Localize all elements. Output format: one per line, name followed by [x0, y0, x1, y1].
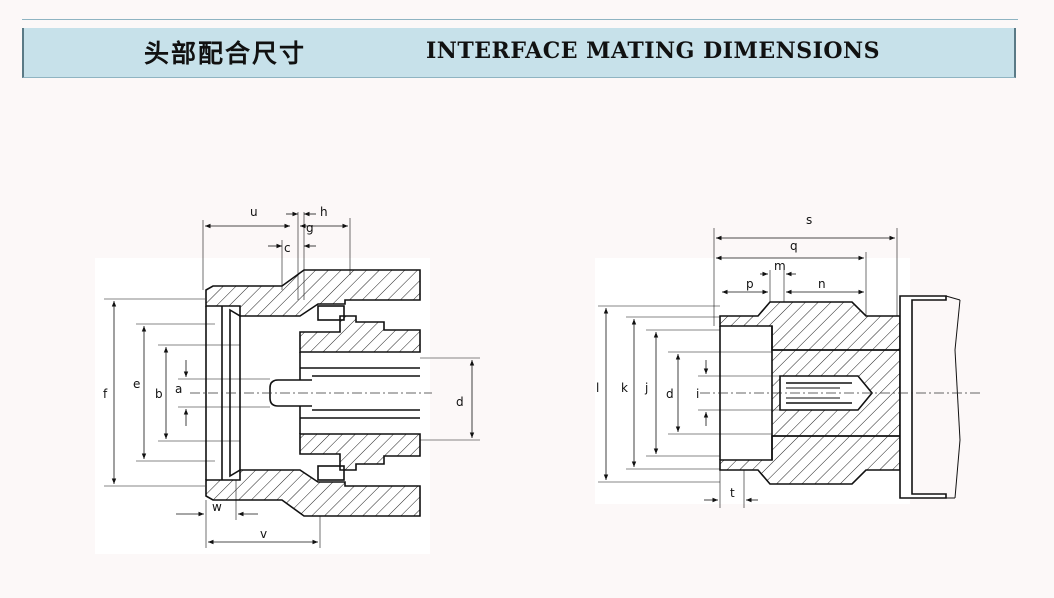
dim-label-u: u	[250, 205, 258, 219]
dim-label-t: t	[730, 486, 735, 500]
dim-label-l: l	[596, 381, 599, 395]
left-shell-bottom	[205, 469, 421, 517]
dim-label-g: g	[306, 221, 314, 235]
left-insulator-top	[299, 315, 421, 353]
section-header: 头部配合尺寸 INTERFACE MATING DIMENSIONS	[22, 28, 1016, 78]
dim-label-w: w	[212, 500, 222, 514]
left-insulator-bottom	[299, 433, 421, 471]
dim-label-j: j	[644, 381, 648, 395]
left-diagram	[205, 269, 421, 517]
right-body-top	[719, 301, 901, 351]
right-diagram	[719, 295, 961, 499]
left-shell-top	[205, 269, 421, 317]
dim-label-d-left: d	[456, 395, 464, 409]
dim-label-n: n	[818, 277, 826, 291]
dim-label-i: i	[696, 387, 699, 401]
dim-label-s: s	[806, 213, 812, 227]
dim-label-v: v	[260, 527, 267, 541]
dim-label-q: q	[790, 239, 798, 253]
header-title-en: INTERFACE MATING DIMENSIONS	[426, 38, 881, 64]
dim-label-m: m	[774, 259, 786, 273]
top-rule	[22, 19, 1018, 20]
dim-label-e: e	[133, 377, 140, 391]
dim-label-a: a	[175, 382, 182, 396]
header-title-cn: 头部配合尺寸	[144, 39, 307, 68]
right-body-bottom	[719, 435, 901, 485]
dim-label-d-right: d	[666, 387, 674, 401]
right-dimensions	[598, 228, 898, 508]
dim-label-c: c	[284, 241, 291, 255]
right-flange	[899, 295, 947, 499]
dim-label-k: k	[621, 381, 628, 395]
dim-label-f: f	[103, 387, 108, 401]
left-dimensions	[104, 211, 480, 548]
dim-label-b: b	[155, 387, 163, 401]
dim-label-h: h	[320, 205, 328, 219]
dim-label-p: p	[746, 277, 754, 291]
